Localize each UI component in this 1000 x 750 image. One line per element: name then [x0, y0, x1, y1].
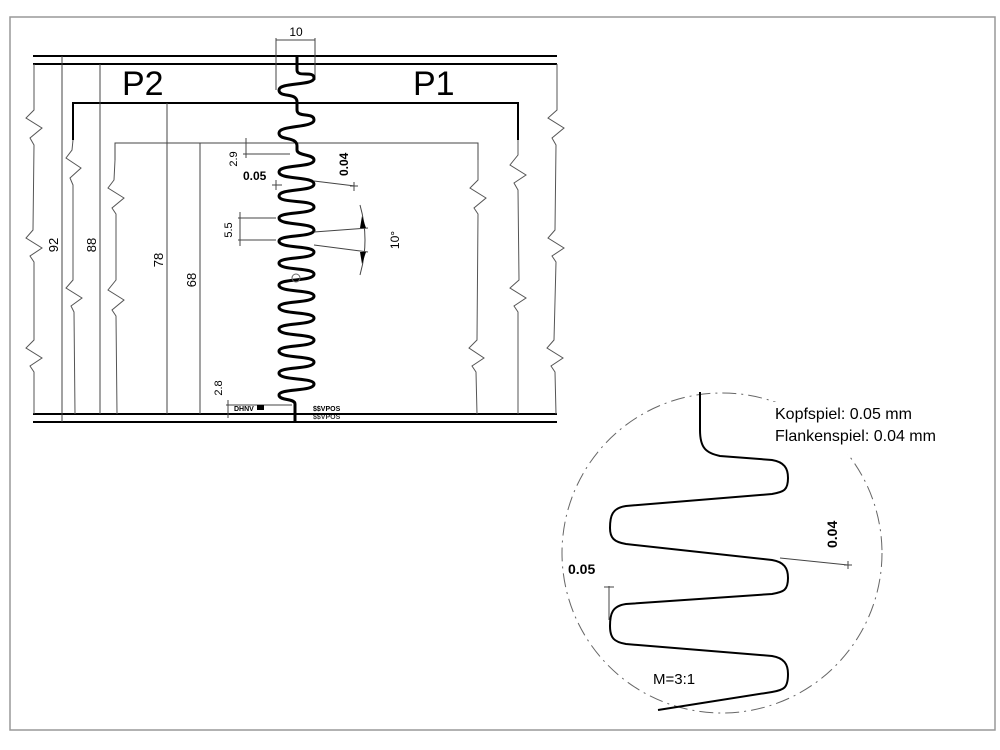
top-plate	[33, 55, 557, 65]
sheet-frame	[9, 16, 996, 731]
detail-clearance-marks	[604, 557, 852, 620]
center-marker	[291, 273, 301, 283]
break-lines	[25, 64, 565, 415]
detail-text-mask	[770, 402, 985, 454]
detail-flank-clearance: 0.04	[824, 521, 840, 548]
detail-circle	[561, 392, 883, 714]
dim-head-clearance: 0.05	[243, 169, 267, 183]
angle-arrow-top	[360, 216, 366, 228]
dim-2-9: 2.9	[228, 151, 240, 166]
tag-right-2: $$VPOS	[313, 414, 341, 421]
vertical-dimensions	[61, 56, 201, 422]
dim-2-8: 2.8	[213, 380, 225, 395]
dim-angle: 10°	[388, 231, 402, 249]
tag-right-1: $$VPOS	[313, 406, 341, 413]
dim-68: 68	[184, 273, 199, 287]
seal-profile	[277, 57, 316, 423]
dim-angle-lines	[313, 204, 369, 276]
dim-92: 92	[46, 238, 61, 252]
detail-kopfspiel: Kopfspiel: 0.05 mm	[775, 406, 912, 423]
detail-flankenspiel: Flankenspiel: 0.04 mm	[775, 428, 936, 445]
dim-10: 10	[289, 25, 303, 39]
zone-label-p2: P2	[122, 65, 164, 103]
dim-flank-clearance: 0.04	[337, 152, 351, 176]
dim-5-5-lines	[238, 212, 276, 246]
angle-arrow-bottom	[360, 252, 366, 264]
dim-78: 78	[151, 253, 166, 267]
dim-2-9-lines	[243, 138, 292, 158]
dim-clearance-marks	[272, 180, 358, 191]
detail-scale: M=3:1	[653, 671, 695, 688]
tag-left: DHNV	[234, 406, 254, 413]
zone-label-p1: P1	[413, 65, 455, 103]
dim-88: 88	[84, 238, 99, 252]
detail-head-clearance: 0.05	[568, 561, 595, 577]
dim-width-lines	[275, 38, 316, 90]
detail-profile	[608, 392, 790, 711]
dim-5-5: 5.5	[223, 222, 235, 237]
tag-left-block	[257, 405, 264, 410]
